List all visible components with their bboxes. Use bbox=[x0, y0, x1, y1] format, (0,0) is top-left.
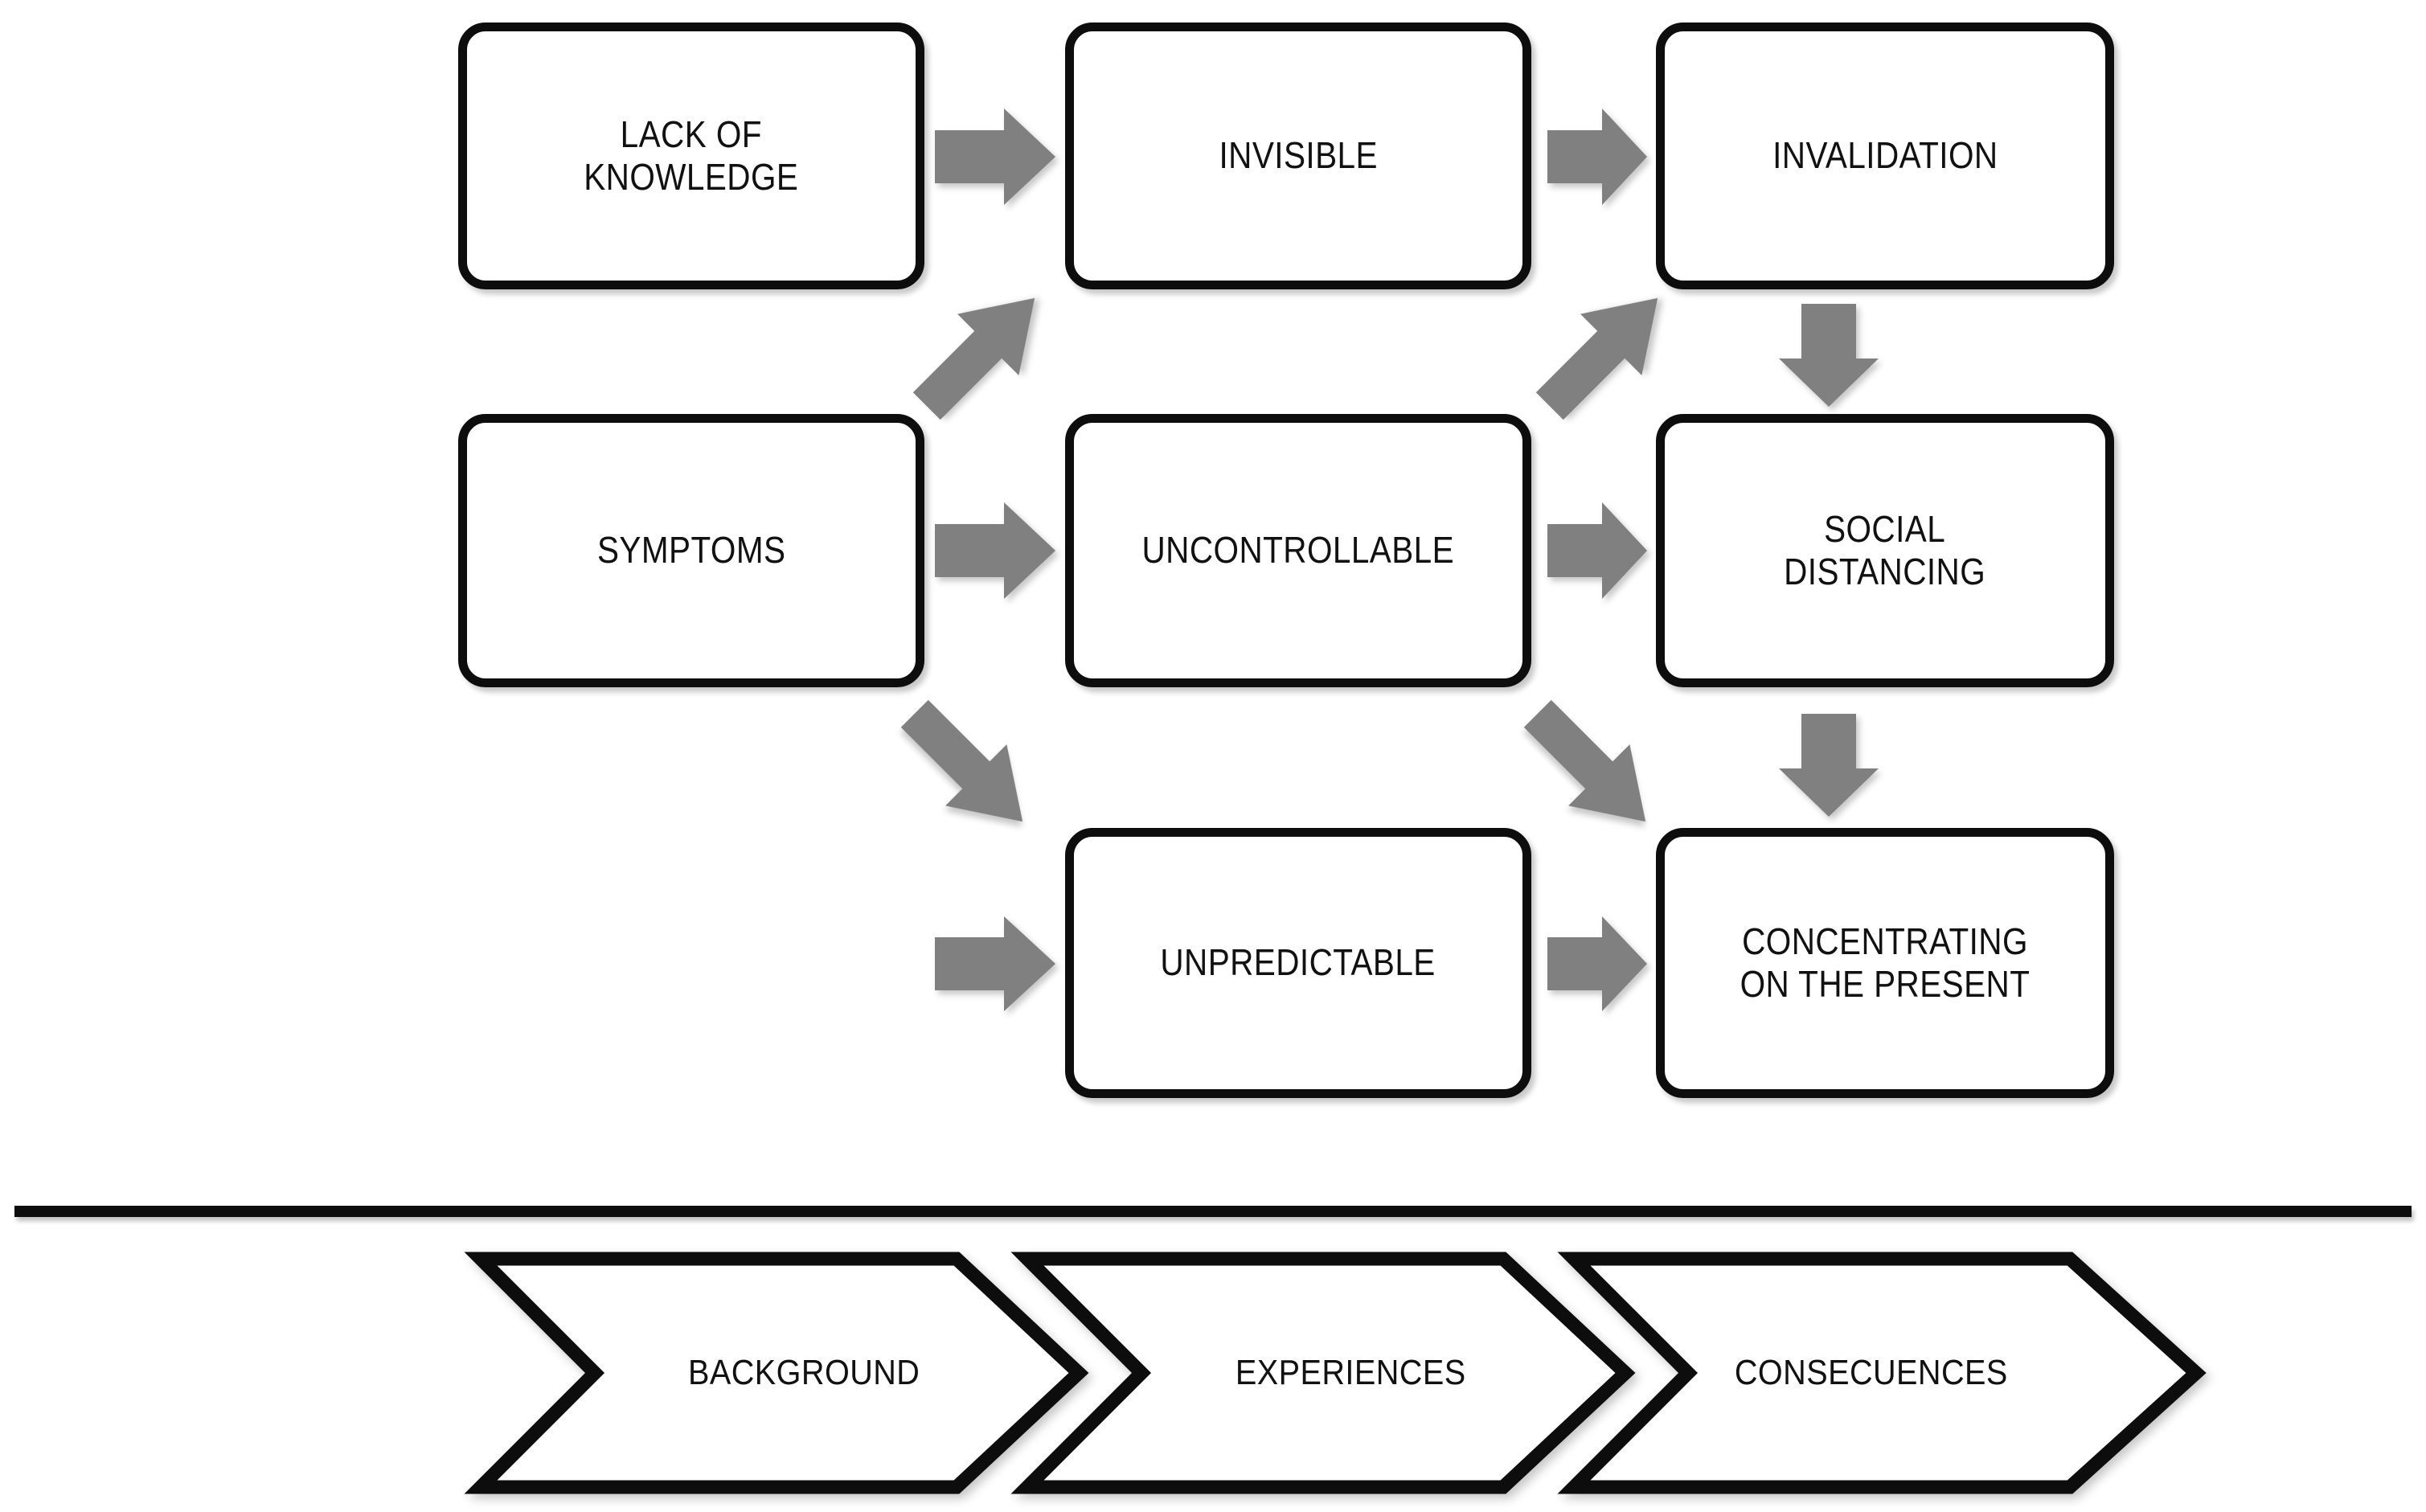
node-invalidation[interactable]: INVALIDATION bbox=[1656, 23, 2114, 289]
section-divider bbox=[14, 1206, 2412, 1217]
node-concentrating-on-the-present[interactable]: CONCENTRATING ON THE PRESENT bbox=[1656, 828, 2114, 1098]
node-label: UNPREDICTABLE bbox=[1160, 941, 1436, 984]
node-unpredictable[interactable]: UNPREDICTABLE bbox=[1065, 828, 1531, 1098]
phase-chevron-consecuences[interactable]: CONSECUENCES bbox=[1557, 1252, 2207, 1494]
node-social-distancing[interactable]: SOCIAL DISTANCING bbox=[1656, 414, 2114, 687]
phase-label: CONSECUENCES bbox=[1734, 1353, 2008, 1392]
phase-banner: BACKGROUND EXPERIENCES CONSECUENCES bbox=[464, 1252, 2207, 1494]
phase-label: BACKGROUND bbox=[687, 1353, 920, 1392]
arrow-down-invalidation-to-social-distancing bbox=[1779, 304, 1879, 407]
node-label: LACK OF KNOWLEDGE bbox=[584, 113, 799, 198]
arrow-right-unpredictable-to-concentrating bbox=[1547, 916, 1647, 1011]
node-label: SOCIAL DISTANCING bbox=[1784, 507, 1986, 592]
arrow-right-symptoms-to-uncontrollable bbox=[935, 502, 1055, 599]
arrow-right-lack-of-knowledge-to-invisible bbox=[935, 109, 1055, 205]
phase-label: EXPERIENCES bbox=[1235, 1353, 1466, 1392]
node-uncontrollable[interactable]: UNCONTROLLABLE bbox=[1065, 414, 1531, 687]
arrow-diagonal-down-right-symptoms-to-unpredictable bbox=[876, 691, 1061, 844]
node-symptoms[interactable]: SYMPTOMS bbox=[458, 414, 924, 687]
node-label: SYMPTOMS bbox=[596, 529, 786, 572]
node-invisible[interactable]: INVISIBLE bbox=[1065, 23, 1531, 289]
arrow-down-social-distancing-to-concentrating bbox=[1779, 714, 1879, 817]
arrow-diagonal-up-right-uncontrollable-to-invalidation bbox=[1511, 280, 1696, 424]
arrow-right-to-unpredictable bbox=[935, 916, 1055, 1011]
arrow-right-uncontrollable-to-social-distancing bbox=[1547, 502, 1647, 599]
phase-chevron-experiences[interactable]: EXPERIENCES bbox=[1010, 1252, 1636, 1494]
arrow-diagonal-down-right-uncontrollable-to-concentrating bbox=[1499, 691, 1684, 844]
node-label: CONCENTRATING ON THE PRESENT bbox=[1740, 920, 2031, 1005]
node-lack-of-knowledge[interactable]: LACK OF KNOWLEDGE bbox=[458, 23, 924, 289]
node-label: INVISIBLE bbox=[1219, 134, 1378, 177]
node-label: UNCONTROLLABLE bbox=[1141, 529, 1455, 572]
phase-chevron-background[interactable]: BACKGROUND bbox=[464, 1252, 1089, 1494]
arrow-diagonal-up-right-symptoms-to-invisible bbox=[888, 280, 1073, 424]
arrow-right-invisible-to-invalidation bbox=[1547, 109, 1647, 205]
node-label: INVALIDATION bbox=[1772, 134, 1998, 177]
